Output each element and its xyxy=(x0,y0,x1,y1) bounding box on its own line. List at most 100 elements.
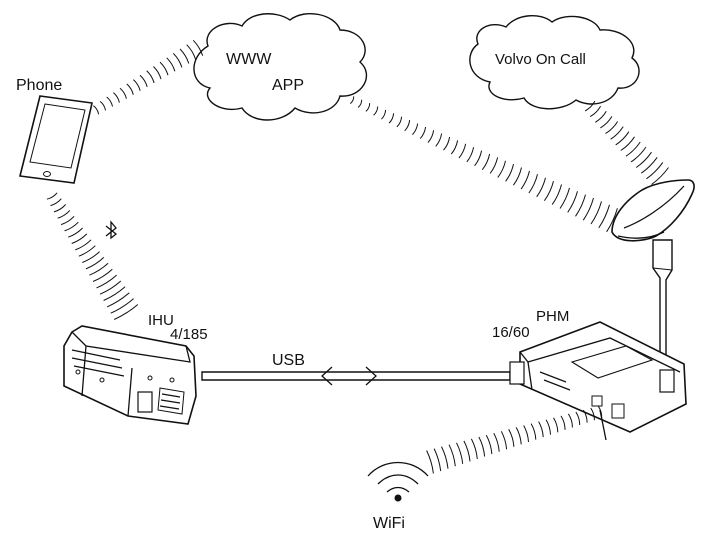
phm-label: PHM xyxy=(536,308,569,325)
cloud-antenna-wave-arc xyxy=(373,106,379,116)
wifi-phm-wave-arc xyxy=(426,450,434,474)
cloud-antenna-wave-arc xyxy=(606,208,618,233)
phone-cloud-wave-arc xyxy=(93,105,100,115)
signal-waves xyxy=(46,39,669,474)
phone-cloud-wave-arc xyxy=(113,92,120,103)
phone-ihu-wave-arc xyxy=(50,198,62,207)
usb-label: USB xyxy=(272,352,305,369)
app-label: APP xyxy=(272,77,304,94)
phone-cloud-wave-arc xyxy=(106,96,113,107)
wifi-phm-wave-arc xyxy=(567,413,573,428)
voc-antenna-wave-arc xyxy=(615,131,630,146)
wifi-phm-wave-arc xyxy=(582,409,588,423)
phone-ihu-wave-arc xyxy=(96,274,117,289)
voc-label: Volvo On Call xyxy=(495,51,586,68)
phone-icon xyxy=(19,95,93,184)
ihu-device: IHU 4/185 xyxy=(63,312,208,425)
wifi-phm-wave-arc xyxy=(590,407,595,421)
ihu-label: IHU xyxy=(148,312,174,329)
phone-ihu-wave-arc xyxy=(53,204,66,213)
cloud-antenna-wave-arc xyxy=(466,147,475,163)
wifi-label: WiFi xyxy=(373,515,405,532)
wifi-phm-wave-arc xyxy=(485,434,493,455)
phone-cloud-wave-arc xyxy=(192,39,204,56)
wifi-phm-wave-arc xyxy=(478,436,486,457)
voc-antenna-wave-arc xyxy=(605,121,619,135)
cloud-antenna-wave-arc xyxy=(404,120,411,132)
phone-ihu-wave-arc xyxy=(89,262,109,276)
cloud-antenna-wave-arc xyxy=(512,167,522,186)
cloud-antenna-wave-arc xyxy=(435,133,443,147)
cloud-antenna-wave-arc xyxy=(590,201,602,225)
volvo-on-call-cloud: Volvo On Call xyxy=(469,15,640,110)
voc-antenna-wave-arc xyxy=(651,167,669,185)
wifi-icon xyxy=(367,462,429,502)
voc-antenna-wave-arc xyxy=(610,126,624,140)
cloud-antenna-wave-arc xyxy=(357,99,363,108)
cloud-antenna-wave-arc xyxy=(520,170,530,190)
cloud-antenna-wave-arc xyxy=(505,163,514,182)
phone-ihu-wave-arc xyxy=(113,304,139,320)
phone-cloud-wave-arc xyxy=(99,101,106,111)
voc-antenna-wave-arc xyxy=(620,136,635,151)
wifi-phm-wave-arc xyxy=(448,444,456,467)
phone-ihu-wave-arc xyxy=(75,239,92,251)
cloud-antenna-wave-arc xyxy=(536,177,546,198)
phm-device: PHM 16/60 xyxy=(492,308,687,441)
voc-antenna-wave-arc xyxy=(589,105,602,118)
phone-ihu-wave-arc xyxy=(64,221,79,232)
cloud-antenna-wave-arc xyxy=(481,153,491,171)
antenna-phm-arrow xyxy=(652,239,673,357)
cloud-antenna-wave-arc xyxy=(365,103,371,112)
phone: Phone xyxy=(16,77,93,184)
cloud-antenna-wave-arc xyxy=(582,197,594,221)
cloud-antenna-wave-arc xyxy=(489,157,499,174)
phone-ihu-wave-arc xyxy=(68,227,83,238)
phone-ihu-wave-arc xyxy=(110,298,134,314)
phone-ihu-wave-arc xyxy=(92,268,113,282)
www-label: WWW xyxy=(226,51,272,68)
wifi-phm-wave-arc xyxy=(545,419,551,435)
wifi-phm-wave-arc xyxy=(463,440,471,462)
cloud-antenna-wave-arc xyxy=(427,130,435,143)
phone-ihu-wave-arc xyxy=(46,192,58,200)
wifi-phm-wave-arc xyxy=(523,425,529,443)
phone-ihu-wave-arc xyxy=(78,245,96,257)
phone-cloud-wave-arc xyxy=(179,48,190,64)
voc-antenna-wave-arc xyxy=(630,146,647,163)
cloud-antenna-wave-arc xyxy=(443,136,451,151)
phone-cloud-wave-arc xyxy=(146,70,155,84)
phone-cloud-wave-arc xyxy=(186,44,197,60)
voc-antenna-wave-arc xyxy=(646,162,664,180)
cloud-antenna-wave-arc xyxy=(559,187,570,209)
wifi-phm-wave-arc xyxy=(515,427,522,445)
phone-cloud-wave-arc xyxy=(166,57,176,72)
wifi-phm-wave-arc xyxy=(530,423,537,440)
antenna-icon xyxy=(611,179,695,242)
phone-ihu-wave-arc xyxy=(60,215,75,226)
phone-cloud-wave-arc xyxy=(126,83,134,95)
cloud-antenna-wave-arc xyxy=(458,143,467,159)
phm-code-label: 16/60 xyxy=(492,324,530,341)
cloud-antenna-wave-arc xyxy=(412,123,419,136)
cloud-antenna-wave-arc xyxy=(419,126,427,139)
voc-antenna-wave-arc xyxy=(584,100,596,112)
wifi-phm-wave-arc xyxy=(433,448,442,472)
bluetooth-icon xyxy=(105,220,118,240)
wifi-phm-wave-arc xyxy=(470,438,478,460)
phone-cloud-wave-arc xyxy=(119,87,127,99)
www-app-cloud: WWW APP xyxy=(193,13,368,121)
cloud-antenna-wave-arc xyxy=(567,191,578,213)
cloud-antenna-wave-arc xyxy=(450,140,459,155)
phone-label: Phone xyxy=(16,77,62,94)
phone-cloud-wave-arc xyxy=(133,79,141,91)
cloud-antenna-wave-arc xyxy=(396,116,403,128)
cloud-antenna-wave-arc xyxy=(388,113,395,124)
phone-ihu-wave-arc xyxy=(103,286,126,301)
wifi-phm-wave-arc xyxy=(597,405,603,418)
wifi-phm-wave-arc xyxy=(538,421,544,438)
phone-cloud-wave-arc xyxy=(153,66,162,80)
phone-ihu-wave-arc xyxy=(57,210,71,219)
